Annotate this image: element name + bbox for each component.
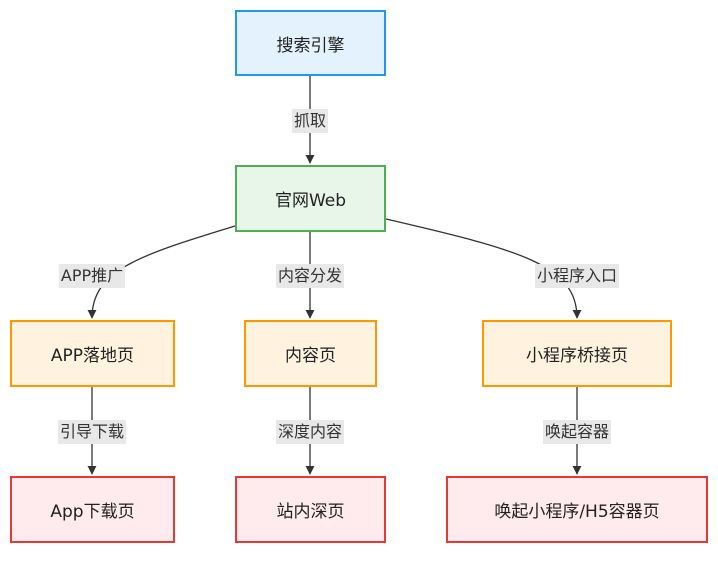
edge-app-promo [87, 225, 236, 319]
node-official-web: 官网Web [235, 165, 386, 232]
node-app-download: App下载页 [10, 476, 175, 543]
node-app-landing-label: APP落地页 [50, 346, 135, 366]
node-official-web-label: 官网Web [274, 191, 347, 211]
edge-label-mini-entry: 小程序入口 [534, 264, 620, 288]
node-app-download-label: App下载页 [50, 502, 135, 522]
node-content-page: 内容页 [244, 320, 377, 387]
edge-label-guide-download: 引导下载 [57, 420, 127, 444]
node-mini-bridge: 小程序桥接页 [482, 320, 672, 387]
edge-label-content-dist: 内容分发 [275, 264, 345, 288]
node-content-page-label: 内容页 [285, 346, 336, 366]
edge-mini-entry [385, 218, 582, 319]
edge-label-app-promo: APP推广 [58, 264, 126, 288]
edge-label-crawl: 抓取 [291, 109, 329, 133]
edge-label-deep-content: 深度内容 [275, 420, 345, 444]
node-search-engine: 搜索引擎 [235, 10, 386, 76]
node-site-deep-label: 站内深页 [276, 502, 345, 522]
node-search-engine-label: 搜索引擎 [276, 35, 345, 56]
edge-label-wake-container: 唤起容器 [542, 420, 612, 444]
node-wake-container: 唤起小程序/H5容器页 [446, 476, 708, 543]
node-site-deep: 站内深页 [235, 476, 386, 543]
node-app-landing: APP落地页 [10, 320, 175, 387]
node-mini-bridge-label: 小程序桥接页 [526, 346, 628, 366]
node-wake-container-label: 唤起小程序/H5容器页 [494, 502, 660, 522]
